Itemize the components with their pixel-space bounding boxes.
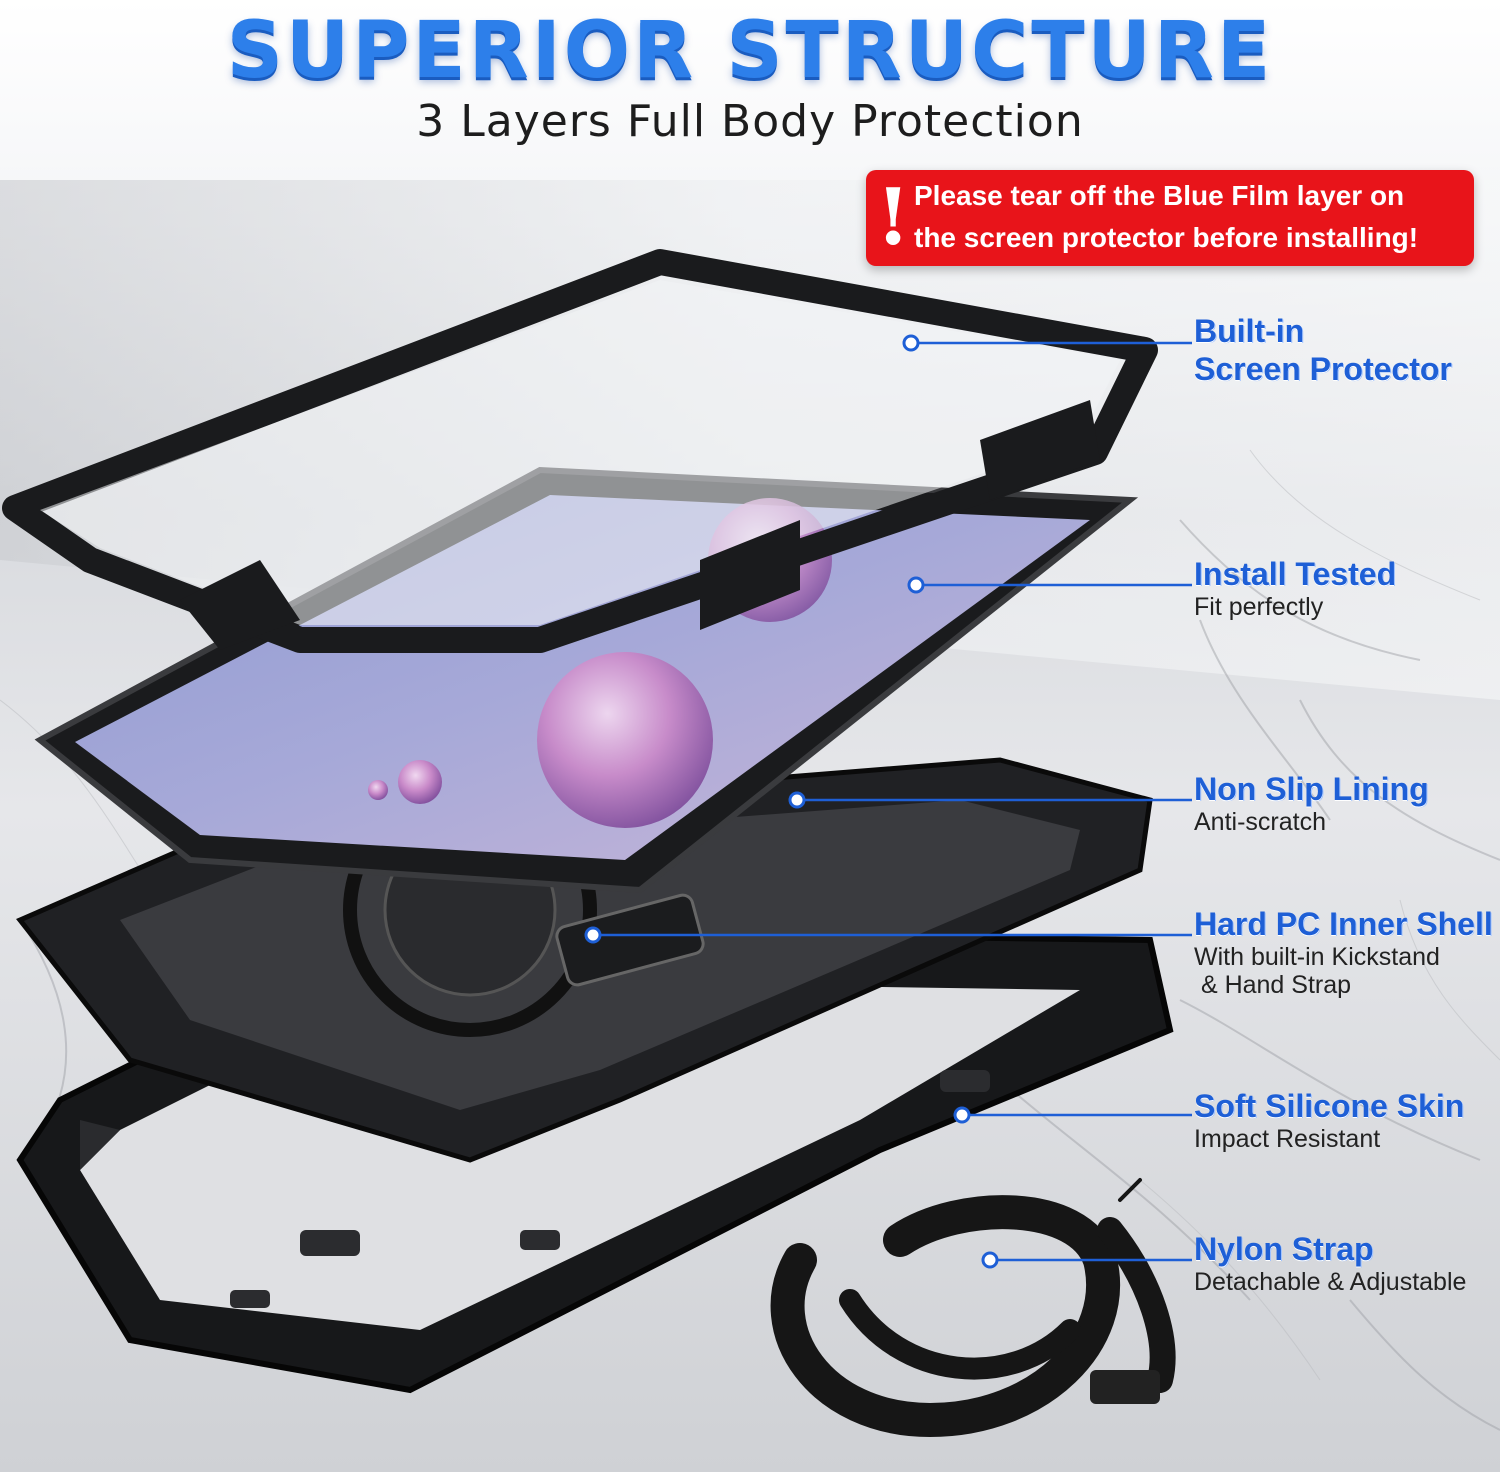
feature-nylon-strap: Nylon Strap Detachable & Adjustable [1194,1230,1466,1296]
warning-line-2: the screen protector before installing! [914,222,1419,253]
feature-title: Non Slip Lining [1194,771,1429,807]
screen-protector-frame [2,249,1158,653]
feature-title-line-2: Screen Protector [1194,351,1452,387]
page-subtitle: 3 Layers Full Body Protection [416,96,1084,147]
feature-install-tested: Install Tested Fit perfectly [1194,555,1396,621]
feature-title: Install Tested [1194,556,1397,592]
feature-desc: Impact Resistant [1194,1125,1381,1153]
feature-title: Built-in [1194,313,1305,349]
feature-desc: Anti-scratch [1194,808,1326,836]
feature-hard-pc-shell: Hard PC Inner Shell With built-in Kickst… [1194,905,1493,999]
leader-lines [593,341,1192,1262]
feature-desc: With built-in Kickstand [1194,943,1440,971]
feature-desc-line-2: & Hand Strap [1194,971,1352,999]
nylon-strap [770,1178,1176,1438]
feature-desc: Fit perfectly [1194,593,1324,621]
exclamation-icon: ! [876,172,911,263]
warning-banner: ! Please tear off the Blue Film layer on… [866,170,1474,266]
feature-title: Hard PC Inner Shell [1194,906,1493,942]
strap-buckle [1090,1370,1160,1404]
feature-title: Nylon Strap [1194,1231,1374,1267]
page-title: SUPERIOR STRUCTURE [226,6,1274,96]
warning-line-1: Please tear off the Blue Film layer on [914,180,1405,211]
feature-desc: Detachable & Adjustable [1194,1268,1467,1296]
feature-non-slip-lining: Non Slip Lining Anti-scratch [1194,770,1429,836]
leader-dots [584,334,999,1269]
feature-screen-protector: Built-in Screen Protector [1194,312,1452,388]
feature-title: Soft Silicone Skin [1194,1088,1465,1124]
feature-silicone-skin: Soft Silicone Skin Impact Resistant [1194,1087,1464,1153]
